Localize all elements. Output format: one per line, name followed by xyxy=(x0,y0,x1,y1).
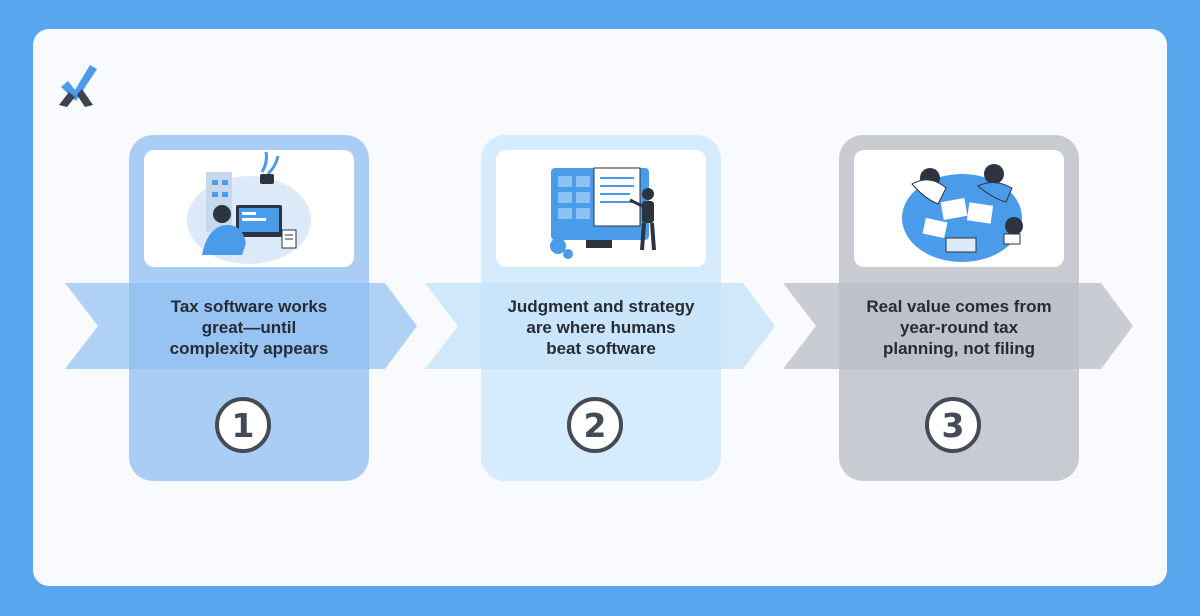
step-number-badge: 2 xyxy=(567,397,623,453)
person-at-computer-illustration xyxy=(144,150,354,267)
step-number-badge: 3 xyxy=(925,397,981,453)
presenter-at-board-illustration xyxy=(496,150,706,267)
step-1-label: Tax software works great—until complexit… xyxy=(169,297,329,358)
content-card: 1 xyxy=(33,29,1167,586)
step-2-label: Judgment and strategy are where humans b… xyxy=(507,297,695,358)
step-3-label: Real value comes from year-round tax pla… xyxy=(866,297,1052,358)
checkmark-x-logo xyxy=(59,65,97,107)
people-collaborating-illustration xyxy=(854,150,1064,267)
step-number-badge: 1 xyxy=(215,397,271,453)
